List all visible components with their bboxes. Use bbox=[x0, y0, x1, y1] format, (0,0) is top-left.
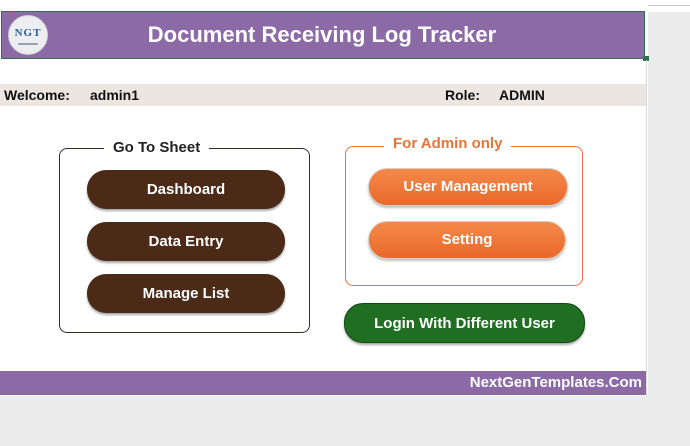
column-gridline bbox=[646, 60, 647, 396]
user-management-button[interactable]: User Management bbox=[368, 168, 568, 206]
user-info-bar: Welcome: admin1 Role: ADMIN bbox=[0, 84, 646, 106]
footer-website: NextGenTemplates.Com bbox=[469, 374, 642, 391]
dashboard-button[interactable]: Dashboard bbox=[87, 170, 285, 209]
dashboard-sheet: NGT Document Receiving Log Tracker Welco… bbox=[0, 0, 649, 396]
role-value: ADMIN bbox=[499, 87, 545, 103]
admin-group: For Admin only bbox=[345, 135, 583, 286]
go-to-sheet-group: Go To Sheet bbox=[59, 139, 310, 333]
logo-text: NGT bbox=[14, 27, 42, 39]
footer-bar: NextGenTemplates.Com bbox=[0, 371, 646, 395]
ngt-logo: NGT bbox=[8, 15, 48, 55]
role-label: Role: bbox=[445, 87, 480, 103]
data-entry-button[interactable]: Data Entry bbox=[87, 222, 285, 261]
page-title: Document Receiving Log Tracker bbox=[147, 22, 497, 47]
logo-underline bbox=[18, 43, 38, 45]
welcome-label: Welcome: bbox=[4, 87, 70, 103]
header-banner: NGT Document Receiving Log Tracker bbox=[1, 11, 645, 59]
go-to-sheet-legend: Go To Sheet bbox=[104, 139, 210, 156]
selection-handle[interactable] bbox=[643, 56, 649, 61]
admin-legend: For Admin only bbox=[384, 135, 512, 152]
manage-list-button[interactable]: Manage List bbox=[87, 274, 285, 313]
welcome-value: admin1 bbox=[90, 87, 140, 103]
login-different-user-button[interactable]: Login With Different User bbox=[344, 303, 585, 343]
setting-button[interactable]: Setting bbox=[368, 221, 566, 259]
